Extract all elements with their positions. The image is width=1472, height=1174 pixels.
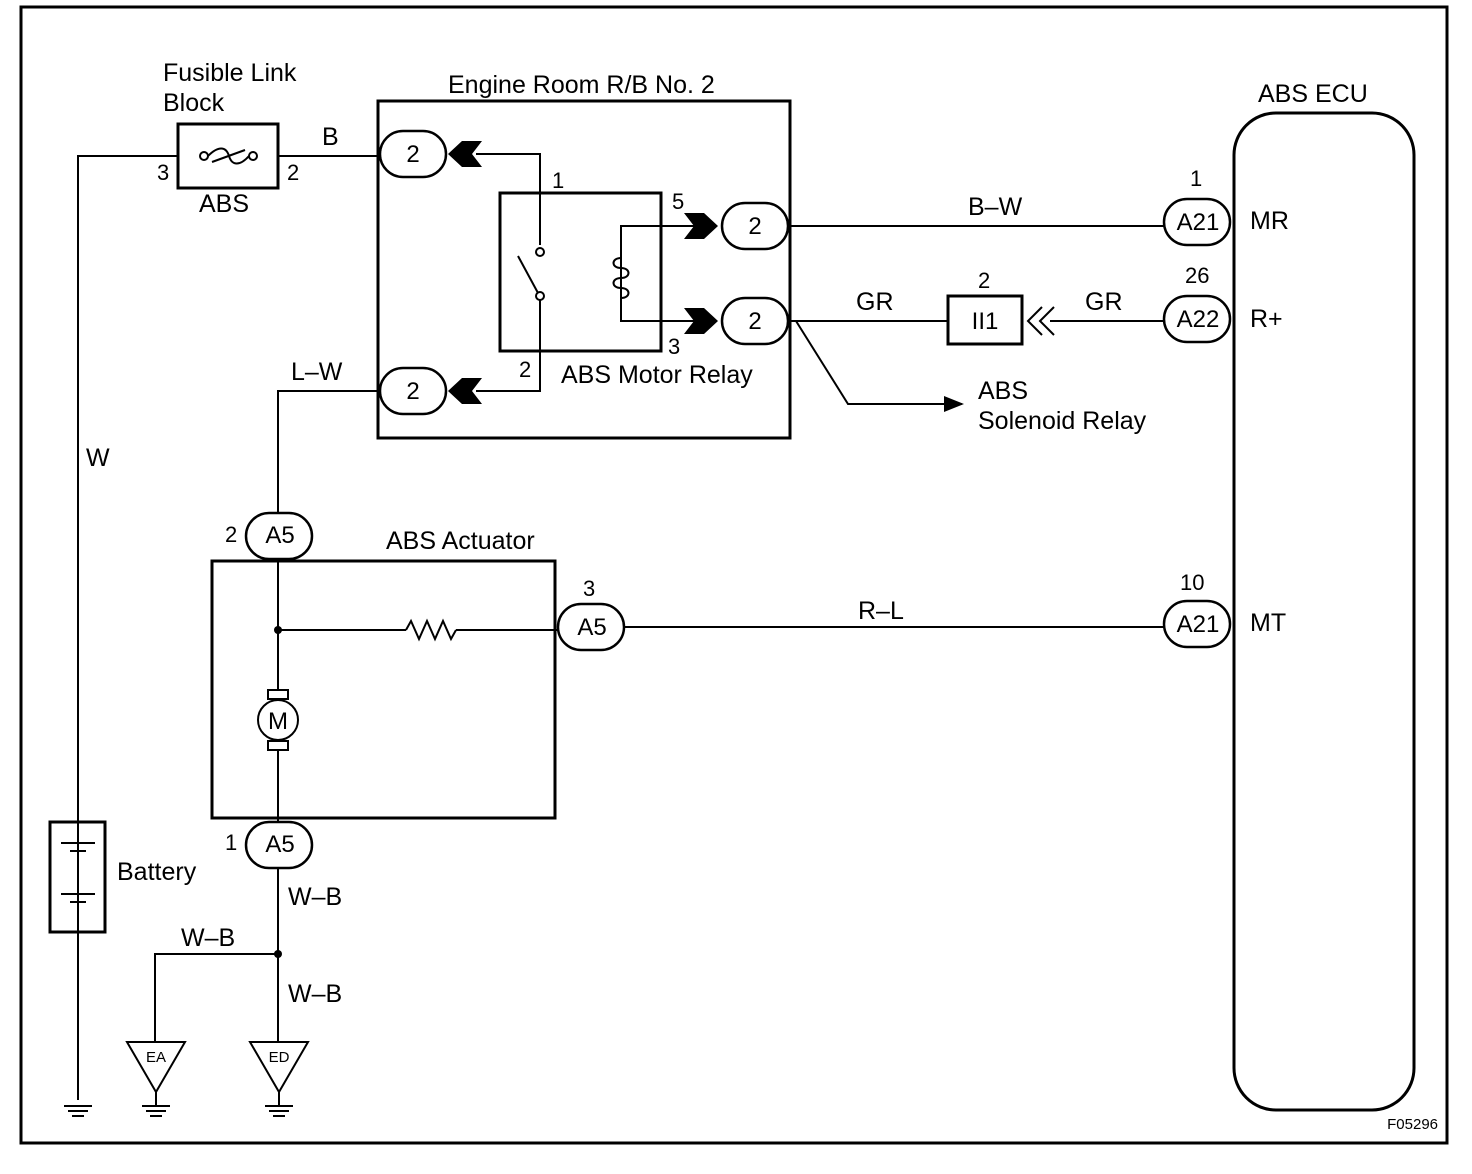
junction-label: II1 xyxy=(972,308,999,335)
connector-ecu-a21-mt xyxy=(1162,599,1232,649)
actuator-top-pin: 2 xyxy=(225,522,237,547)
wire-b-label: B xyxy=(322,123,339,151)
wire-rl-label: R–L xyxy=(858,597,904,625)
ground-ea-label: EA xyxy=(146,1049,166,1066)
relay-pin-1: 1 xyxy=(552,168,564,193)
connector-ecu-a22-label: A22 xyxy=(1177,306,1220,333)
abs-actuator: ABS Actuator 2 A5 M 3 A5 1 A5 xyxy=(210,511,626,870)
ground-point-icon xyxy=(248,1041,310,1094)
wire-wb-1-label: W–B xyxy=(288,883,342,911)
connector-ecu-a22 xyxy=(1162,294,1232,344)
ground-ed: ED xyxy=(248,1041,310,1117)
connector-act-right-label: A5 xyxy=(577,614,606,641)
terminal-open-icon xyxy=(1026,306,1055,336)
relay-pin-2: 2 xyxy=(519,357,531,382)
ecu-box xyxy=(1232,111,1416,1112)
ecu-a21-mr-pin: 1 xyxy=(1190,166,1202,191)
relay-pin-5: 5 xyxy=(672,189,684,214)
wire-wb-3-label: W–B xyxy=(288,980,342,1008)
figure-id: F05296 xyxy=(1387,1116,1438,1133)
connector-rb-b-label: 2 xyxy=(406,141,419,168)
junction-connector-ii1: 2 II1 xyxy=(946,268,1055,346)
terminal-icon xyxy=(448,378,482,404)
wire-w-label: W xyxy=(86,444,110,472)
wire-to-solenoid-relay xyxy=(795,320,964,412)
wire-w xyxy=(77,155,178,1100)
connector-act-top-label: A5 xyxy=(265,522,294,549)
ecu-terminal-mt: MT xyxy=(1250,609,1286,637)
connector-act-bottom-label: A5 xyxy=(265,831,294,858)
switch-contact-icon xyxy=(535,291,545,301)
actuator-box xyxy=(210,559,557,820)
terminal-icon xyxy=(684,308,718,334)
ground-ed-label: ED xyxy=(269,1049,290,1066)
connector-rb-out3-label: 2 xyxy=(748,308,761,335)
wire-wb-2 xyxy=(154,953,278,1042)
battery-label: Battery xyxy=(117,858,197,886)
fuse-pin-out: 2 xyxy=(287,160,299,185)
ecu-a21-mt-pin: 10 xyxy=(1180,570,1204,595)
actuator-bottom-pin: 1 xyxy=(225,830,237,855)
connector-rb-b xyxy=(378,129,448,179)
battery-ground xyxy=(64,1105,92,1117)
motor-relay-label: ABS Motor Relay xyxy=(561,361,753,389)
relay-coil-icon xyxy=(612,256,630,300)
motor-brush-top xyxy=(267,689,289,700)
junction-box xyxy=(946,294,1024,346)
resistor-icon xyxy=(405,618,457,642)
ecu-terminal-rplus: R+ xyxy=(1250,305,1283,333)
connector-rb-lw-label: 2 xyxy=(406,378,419,405)
relay-block-box xyxy=(376,99,792,440)
motor-label: M xyxy=(268,708,288,735)
fuse-terminal-left xyxy=(199,151,209,161)
connector-ecu-a21-mr-label: A21 xyxy=(1177,209,1220,236)
fuse-label: ABS xyxy=(199,190,249,218)
battery-box xyxy=(48,820,107,934)
wire-gr-1-label: GR xyxy=(856,288,894,316)
terminal-icon xyxy=(448,141,482,167)
terminal-icon xyxy=(684,213,718,239)
engine-room-relay-block: Engine Room R/B No. 2 2 2 1 5 2 3 ABS Mo… xyxy=(376,71,792,440)
ecu-title: ABS ECU xyxy=(1258,80,1368,108)
wire-wb-2-label: W–B xyxy=(181,924,235,952)
switch-blade-icon xyxy=(517,255,539,294)
actuator-title: ABS Actuator xyxy=(386,527,535,555)
fusible-link-title-2: Block xyxy=(163,89,225,117)
junction-pin: 2 xyxy=(978,268,990,293)
ground-ea: EA xyxy=(125,1041,187,1117)
ground-point-icon xyxy=(125,1041,187,1094)
ecu-a22-pin: 26 xyxy=(1185,263,1209,288)
fuse-pin-in: 3 xyxy=(157,160,169,185)
wire-lw-label: L–W xyxy=(291,358,343,386)
ecu-terminal-mr: MR xyxy=(1250,207,1289,235)
fusible-link-title-1: Fusible Link xyxy=(163,59,297,87)
solenoid-relay-label-2: Solenoid Relay xyxy=(978,407,1147,435)
battery: Battery xyxy=(48,820,197,934)
switch-contact-icon xyxy=(535,247,545,257)
relay-pin-3: 3 xyxy=(668,334,680,359)
motor-relay-box xyxy=(498,191,663,353)
wire-lw xyxy=(277,390,380,513)
actuator-right-pin: 3 xyxy=(583,576,595,601)
connector-rb-out5-label: 2 xyxy=(748,213,761,240)
connector-ecu-a21-mt-label: A21 xyxy=(1177,611,1220,638)
solenoid-relay-label-1: ABS xyxy=(978,377,1028,405)
motor-brush-bottom xyxy=(267,740,289,751)
fusible-link-block: Fusible Link Block ABS 3 2 xyxy=(157,59,299,218)
wire-gr-2-label: GR xyxy=(1085,288,1123,316)
relay-block-title: Engine Room R/B No. 2 xyxy=(448,71,715,99)
wire-bw-label: B–W xyxy=(968,193,1023,221)
connector-ecu-a21-mr xyxy=(1162,197,1232,247)
abs-ecu: ABS ECU 1 A21 MR 26 A22 R+ 10 A21 MT xyxy=(1162,80,1416,1112)
diagram-frame xyxy=(19,5,1449,1145)
fuse-terminal-right xyxy=(248,151,258,161)
